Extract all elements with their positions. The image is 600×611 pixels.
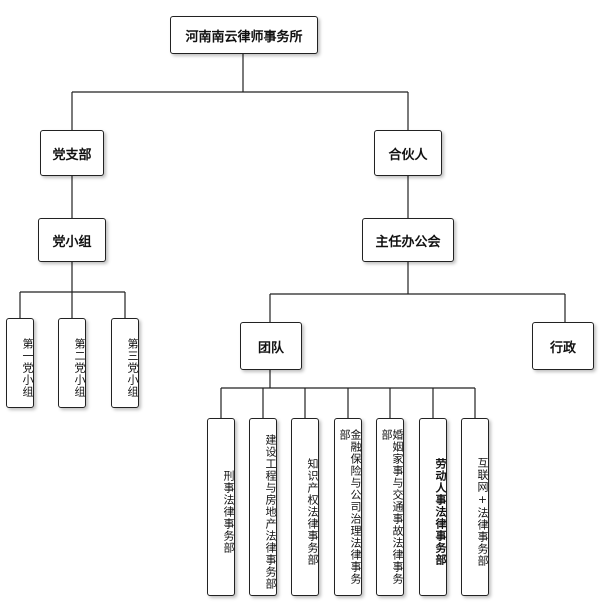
party-group-2-node: 第二党小组: [58, 318, 86, 408]
dept-family-node: 婚姻家事与交通事故法律事务部: [376, 418, 404, 596]
party-branch-node: 党支部: [40, 130, 104, 176]
director-meeting-node: 主任办公会: [362, 218, 454, 262]
root-node: 河南南云律师事务所: [170, 16, 318, 54]
team-node: 团队: [240, 322, 302, 370]
dept-construction-node: 建设工程与房地产法律事务部: [249, 418, 277, 596]
party-group-node: 党小组: [38, 218, 106, 262]
party-group-1-node: 第一党小组: [6, 318, 34, 408]
dept-labor-node: 劳动人事法律事务部: [419, 418, 447, 596]
admin-node: 行政: [532, 322, 594, 370]
party-group-3-node: 第三党小组: [111, 318, 139, 408]
dept-internet-node: 互联网+法律事务部: [461, 418, 489, 596]
dept-ip-node: 知识产权法律事务部: [291, 418, 319, 596]
dept-finance-node: 金融保险与公司治理法律事务部: [334, 418, 362, 596]
partner-node: 合伙人: [374, 130, 442, 176]
dept-criminal-node: 刑事法律事务部: [207, 418, 235, 596]
